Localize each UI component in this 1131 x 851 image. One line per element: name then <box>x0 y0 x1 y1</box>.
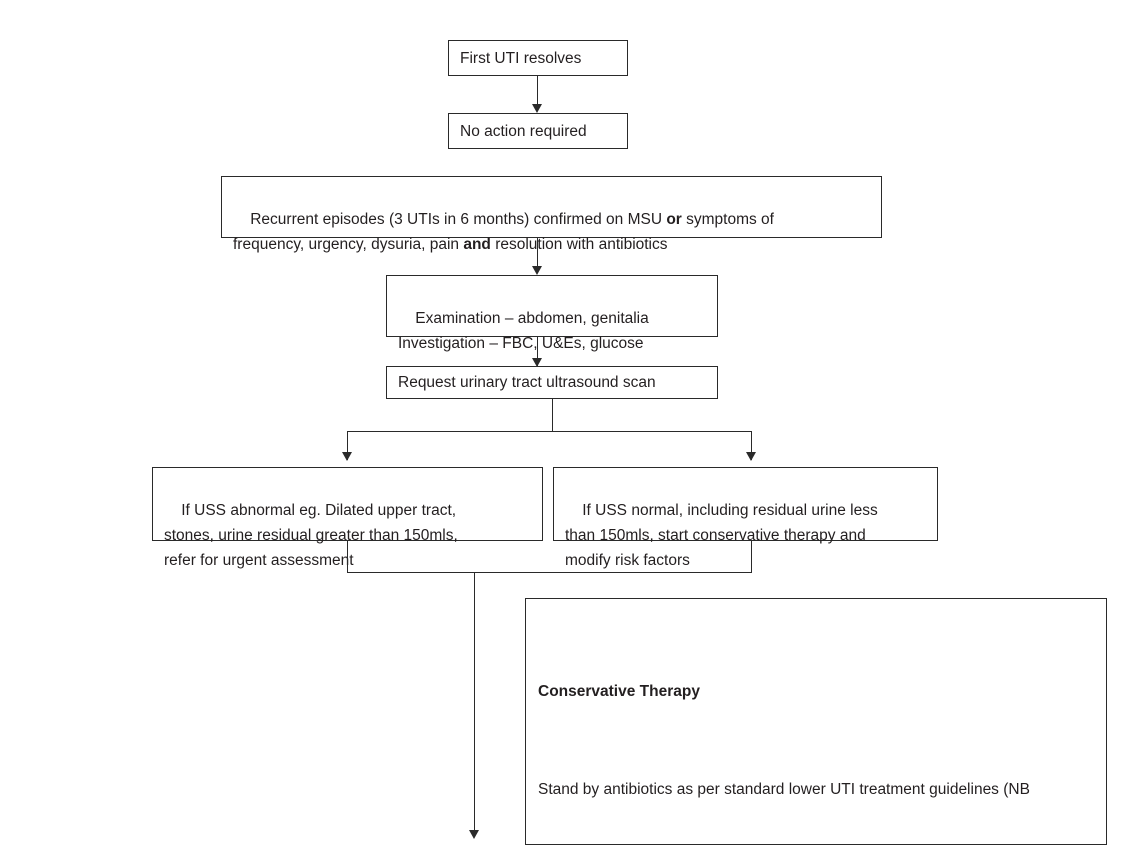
connector-uss-split-left-drop <box>347 431 348 460</box>
node-conservative-therapy: Conservative Therapy Stand by antibiotic… <box>525 598 1107 845</box>
node-uss-abnormal-text: If USS abnormal eg. Dilated upper tract,… <box>164 502 458 569</box>
recurrent-text-part-3: resolution with antibiotics <box>490 236 668 253</box>
conservative-therapy-title: Conservative Therapy <box>538 682 700 700</box>
node-request-uss-label: Request urinary tract ultrasound scan <box>398 374 656 391</box>
connector-uss-split-stem <box>552 399 553 431</box>
node-request-uss: Request urinary tract ultrasound scan <box>386 366 718 399</box>
connector-merge-right-stem <box>751 541 752 573</box>
connector-merge-down <box>474 572 475 833</box>
recurrent-text-part-2: symptoms of frequency, urgency, dysuria,… <box>233 211 774 253</box>
recurrent-text-bold-or: or <box>666 211 682 228</box>
recurrent-text-bold-and: and <box>463 236 491 253</box>
node-recurrent-episodes: Recurrent episodes (3 UTIs in 6 months) … <box>221 176 882 253</box>
conservative-therapy-line-1: Stand by antibiotics as per standard low… <box>538 780 1030 798</box>
node-uss-normal-text: If USS normal, including residual urine … <box>565 502 878 569</box>
connector-uss-split-bar <box>347 431 752 432</box>
node-first-uti-resolves-label: First UTI resolves <box>460 49 582 67</box>
arrowhead-uss-normal <box>746 452 756 461</box>
arrowhead-examination <box>532 266 542 275</box>
connector-merge-left-stem <box>347 541 348 573</box>
arrowhead-bottom <box>469 830 479 839</box>
connector-recurrent-to-examination <box>537 238 538 269</box>
connector-merge-bar <box>347 572 752 573</box>
connector-uss-split-right-drop <box>751 431 752 460</box>
node-uss-normal: If USS normal, including residual urine … <box>553 467 938 569</box>
node-no-action-required-label: No action required <box>460 122 587 140</box>
node-first-uti-resolves: First UTI resolves <box>448 40 628 76</box>
recurrent-text-part-1: Recurrent episodes (3 UTIs in 6 months) … <box>250 211 667 228</box>
connector-first-uti-to-no-action <box>537 76 538 107</box>
connector-examination-to-request-uss <box>537 337 538 366</box>
arrowhead-request-uss <box>532 358 542 367</box>
node-recurrent-episodes-text: Recurrent episodes (3 UTIs in 6 months) … <box>233 211 774 253</box>
node-examination-investigation: Examination – abdomen, genitalia Investi… <box>386 275 718 352</box>
node-examination-investigation-text: Examination – abdomen, genitalia Investi… <box>398 310 649 352</box>
node-no-action-required: No action required <box>448 113 628 149</box>
node-uss-abnormal: If USS abnormal eg. Dilated upper tract,… <box>152 467 543 569</box>
arrowhead-no-action <box>532 104 542 113</box>
arrowhead-uss-abnormal <box>342 452 352 461</box>
